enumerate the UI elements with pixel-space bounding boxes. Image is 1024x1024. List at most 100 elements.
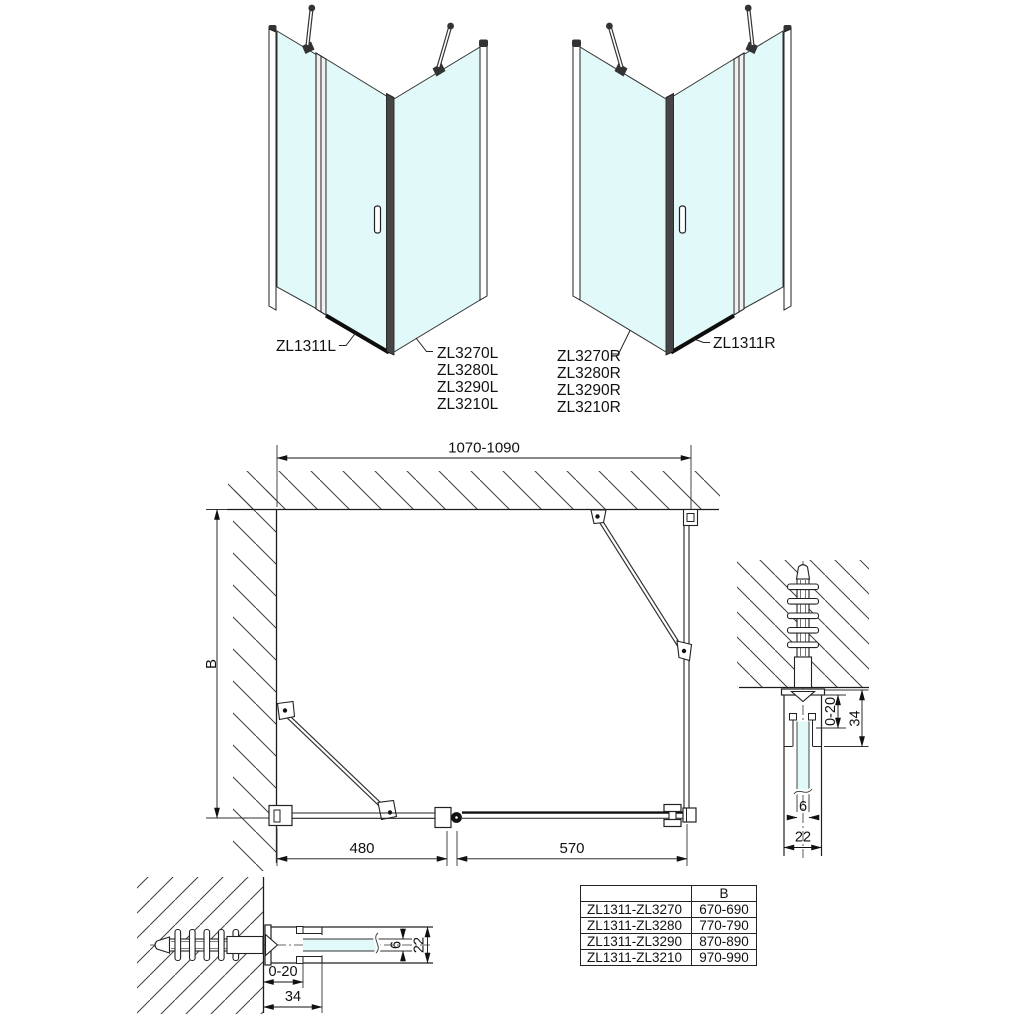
dim-glass-text: 6 xyxy=(799,799,807,815)
support-strut-inner xyxy=(599,519,683,651)
strut-pivot-dot xyxy=(681,648,687,654)
break-line xyxy=(793,788,813,795)
wall-mount-bracket-inner xyxy=(686,513,695,522)
dim-fixed-text: 480 xyxy=(349,840,374,857)
wall-profile-detail-front: 6 22 0-20 34 xyxy=(137,877,433,1014)
screw-head xyxy=(790,690,816,703)
profile-hook xyxy=(296,926,304,934)
table-header-empty xyxy=(580,885,692,902)
support-strut-inner xyxy=(285,713,390,814)
leader-line xyxy=(693,338,710,343)
support-bar-foot xyxy=(302,41,315,54)
profile-hook xyxy=(808,713,816,721)
corner-enclosure-3d-view-mirrored xyxy=(570,2,794,357)
anchor-tip xyxy=(154,936,171,954)
break-line xyxy=(375,932,379,954)
profile-hook xyxy=(296,956,304,964)
label-panel-left-0: ZL3270L xyxy=(437,345,499,362)
anchor-fin xyxy=(786,597,820,605)
knob-cap-top xyxy=(663,803,682,813)
wall-profile-detail-side: 0-20 34 6 22 xyxy=(737,560,869,858)
hinge-block xyxy=(434,806,452,829)
label-panel-right-2: ZL3290R xyxy=(557,382,621,399)
dim-total-text: 22 xyxy=(795,830,811,846)
wall-profile-cap xyxy=(479,39,488,47)
dim-profile-text: 34 xyxy=(848,710,864,726)
glass-pane xyxy=(797,721,809,791)
label-door-right: ZL1311R xyxy=(713,335,776,352)
door-bottom-rail xyxy=(324,313,391,355)
pivot-door-glass xyxy=(325,58,389,352)
dim-total-text: 22 xyxy=(412,937,428,953)
table-row: ZL1311-ZL3210 970-990 xyxy=(580,949,757,966)
knob-cap-bottom xyxy=(663,818,682,828)
size-table: B ZL1311-ZL3270 670-690 ZL1311-ZL3280 77… xyxy=(580,885,757,966)
wall-clamp-inner xyxy=(273,809,281,823)
anchor-fin xyxy=(786,583,820,591)
strut-pivot-dot xyxy=(595,514,600,519)
strut-glass-bracket xyxy=(377,799,398,821)
label-panel-left-3: ZL3210L xyxy=(437,396,499,413)
anchor-fin xyxy=(217,928,225,962)
dim-door-text: 570 xyxy=(559,840,584,857)
label-panel-right-0: ZL3270R xyxy=(557,348,621,365)
support-bar-cap xyxy=(447,22,454,30)
model-cell: ZL1311-ZL3270 xyxy=(580,901,692,918)
corner-enclosure-3d-view xyxy=(268,4,488,356)
dim-width-text: 1070-1090 xyxy=(448,440,520,457)
anchor-fin xyxy=(786,612,820,620)
support-bar-cap xyxy=(308,4,316,12)
label-panel-right-3: ZL3210R xyxy=(557,399,621,416)
anchor-fin xyxy=(203,928,211,962)
support-bar-inner xyxy=(437,27,451,68)
label-door-left: ZL1311L xyxy=(276,338,336,355)
wall-profile-strip xyxy=(268,28,277,311)
support-bar-inner xyxy=(306,9,313,46)
hinge-pivot-center xyxy=(455,816,458,819)
b-cell: 870-890 xyxy=(691,933,757,950)
corner-profile xyxy=(386,92,395,356)
leader-line xyxy=(415,337,433,352)
anchor-base xyxy=(226,935,264,955)
door-handle xyxy=(373,205,382,234)
table-row: ZL1311-ZL3270 670-690 xyxy=(580,901,757,918)
support-bar-foot xyxy=(432,63,446,77)
table-row: ZL1311-ZL3280 770-790 xyxy=(580,917,757,934)
label-panel-left-1: ZL3280L xyxy=(437,362,499,379)
dim-depth-text: B xyxy=(203,659,220,669)
table-header-b: B xyxy=(691,885,757,902)
side-glass-panel xyxy=(393,46,481,353)
profile-sides xyxy=(783,695,823,747)
anchor-fin xyxy=(188,928,196,962)
b-cell: 770-790 xyxy=(691,917,757,934)
dim-adjust-text: 0-20 xyxy=(823,697,839,726)
screw-head xyxy=(264,933,279,957)
dim-profile-text: 34 xyxy=(285,989,301,1005)
leader-line xyxy=(612,330,631,355)
wall-mount-bracket xyxy=(682,508,699,527)
fixed-glass-panel xyxy=(276,30,318,310)
anchor-fin xyxy=(174,928,182,962)
model-cell: ZL1311-ZL3210 xyxy=(580,949,692,966)
model-cell: ZL1311-ZL3290 xyxy=(580,933,692,950)
label-panel-right-1: ZL3280R xyxy=(557,365,621,382)
top-wall-hatch xyxy=(228,471,720,509)
strut-pivot-dot xyxy=(282,708,288,713)
profile-hook xyxy=(789,713,797,721)
wall-profile-strip xyxy=(479,40,488,301)
dim-adjust-text: 0-20 xyxy=(268,964,297,980)
anchor-fin xyxy=(786,626,820,634)
table-row: ZL1311-ZL3290 870-890 xyxy=(580,933,757,950)
profile-inner-lines xyxy=(303,933,322,957)
glass-pane xyxy=(303,939,377,951)
anchor-fin xyxy=(786,641,820,649)
dim-glass-text: 6 xyxy=(389,941,405,949)
table-header-row: B xyxy=(580,885,757,902)
corner-connector xyxy=(682,807,697,823)
b-cell: 970-990 xyxy=(691,949,757,966)
model-cell: ZL1311-ZL3280 xyxy=(580,917,692,934)
plan-view: 1070-1090 B xyxy=(203,440,720,871)
anchor-base xyxy=(793,656,813,689)
